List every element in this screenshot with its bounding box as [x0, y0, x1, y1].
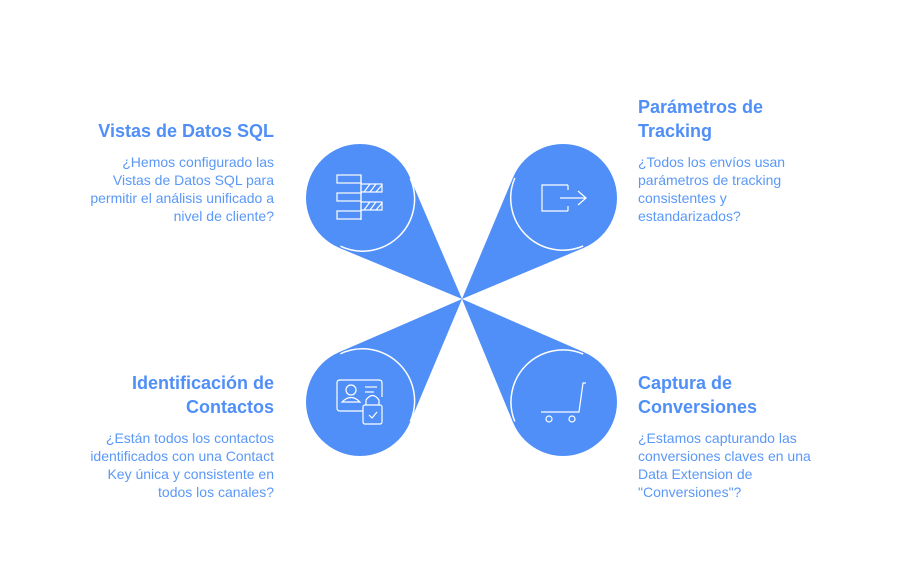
- block-parametros-tracking: Parámetros de Tracking ¿Todos los envíos…: [638, 95, 858, 225]
- block-title: Identificación de Contactos: [131, 373, 274, 417]
- block-captura-conversiones: Captura de Conversiones ¿Estamos captura…: [638, 371, 878, 501]
- shopping-cart-icon: [541, 382, 586, 423]
- block-description: ¿Todos los envíos usan parámetros de tra…: [638, 154, 786, 224]
- database-table-icon: [336, 174, 383, 220]
- cone-top-right: [462, 177, 584, 299]
- id-card-lock-icon: [336, 379, 383, 425]
- block-description: ¿Hemos configurado las Vistas de Datos S…: [90, 154, 274, 224]
- block-title: Captura de Conversiones: [638, 373, 758, 417]
- block-title: Parámetros de Tracking: [638, 97, 764, 141]
- block-description: ¿Están todos los contactos identificados…: [90, 430, 274, 500]
- node-captura-conversiones: [509, 348, 617, 456]
- node-vistas-datos-sql: [306, 144, 416, 252]
- cone-top-left: [339, 176, 462, 299]
- node-parametros-tracking: [509, 144, 617, 252]
- block-vistas-datos-sql: Vistas de Datos SQL ¿Hemos configurado l…: [54, 119, 274, 225]
- block-identificacion-contactos: Identificación de Contactos ¿Están todos…: [34, 371, 274, 501]
- node-identificacion-contactos: [306, 348, 416, 456]
- block-title: Vistas de Datos SQL: [98, 121, 274, 141]
- cone-bottom-right: [462, 299, 585, 423]
- block-description: ¿Estamos capturando las conversiones cla…: [638, 430, 811, 500]
- cone-bottom-left: [338, 299, 462, 423]
- export-arrow-icon: [541, 184, 587, 212]
